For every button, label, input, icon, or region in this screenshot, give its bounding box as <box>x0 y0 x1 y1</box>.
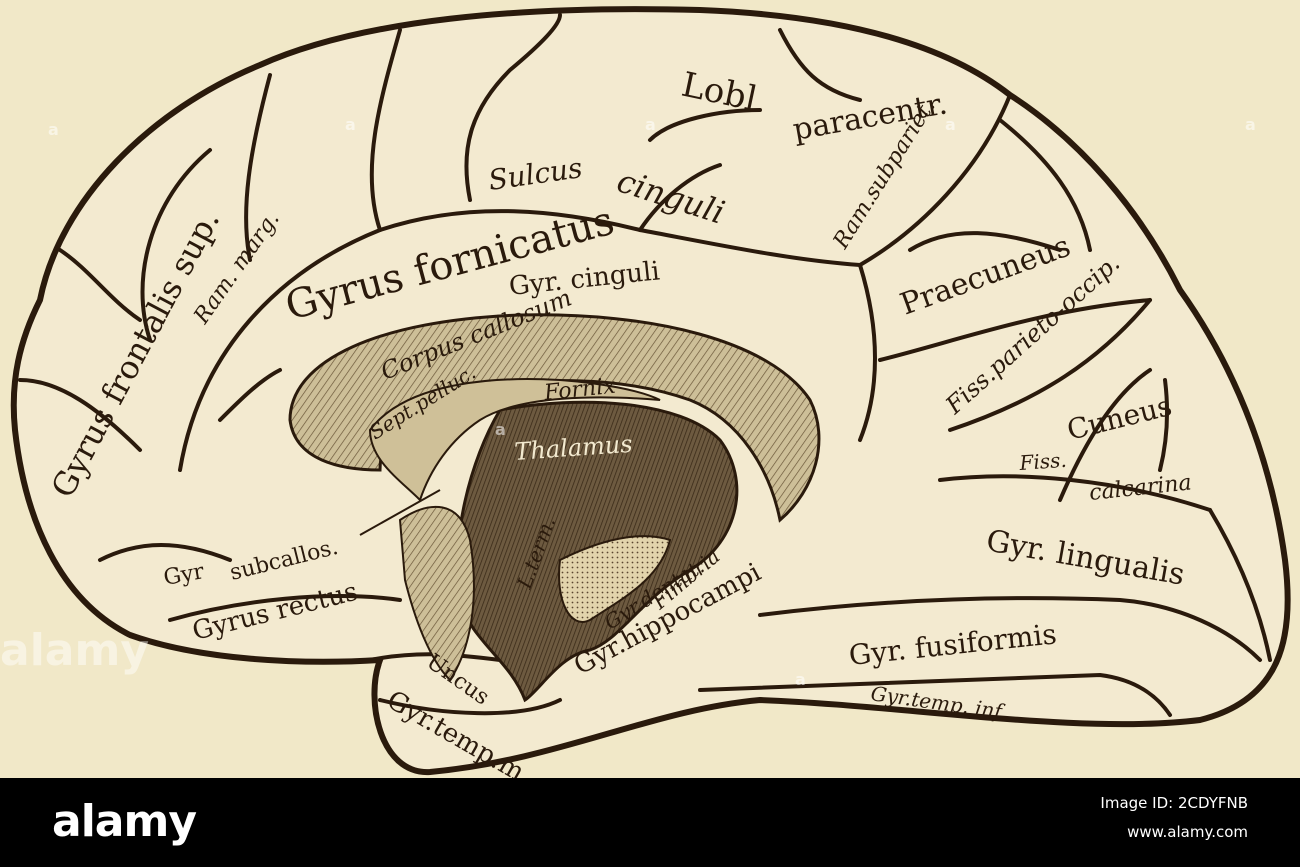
hemisphere-outline <box>10 6 1291 776</box>
anatomical-plate: Lobl paracentr. Sulcus cinguli Ram.subpa… <box>0 6 1291 778</box>
fornix-arch <box>368 378 661 502</box>
brain-midsagittal-diagram: Lobl paracentr. Sulcus cinguli Ram.subpa… <box>0 6 1291 778</box>
watermark-stock-2: a <box>345 115 356 134</box>
footer-logo[interactable]: alamy <box>52 796 197 847</box>
watermark-stock-4: a <box>945 115 956 134</box>
watermark-stock-6: a <box>795 670 806 689</box>
subcallos-pointer <box>359 489 441 536</box>
watermark-layer: alamy a a a a a a a <box>0 115 1256 689</box>
watermark-mark: alamy <box>0 625 149 676</box>
ventricle-region <box>558 535 672 623</box>
watermark-stock-5: a <box>1245 115 1256 134</box>
watermark-stock-7: a <box>495 420 506 439</box>
hippocampal-region <box>398 506 475 682</box>
footer-image-id: Image ID: 2CDYFNB <box>1100 794 1248 812</box>
watermark-stock-3: a <box>645 115 656 134</box>
stock-footer-bar: alamy Image ID: 2CDYFNB www.alamy.com <box>0 778 1300 867</box>
watermark-stock-1: a <box>48 120 59 139</box>
label-fiss: Fiss. <box>1018 448 1068 475</box>
sulci <box>18 13 1272 717</box>
footer-url[interactable]: www.alamy.com <box>1127 823 1248 841</box>
